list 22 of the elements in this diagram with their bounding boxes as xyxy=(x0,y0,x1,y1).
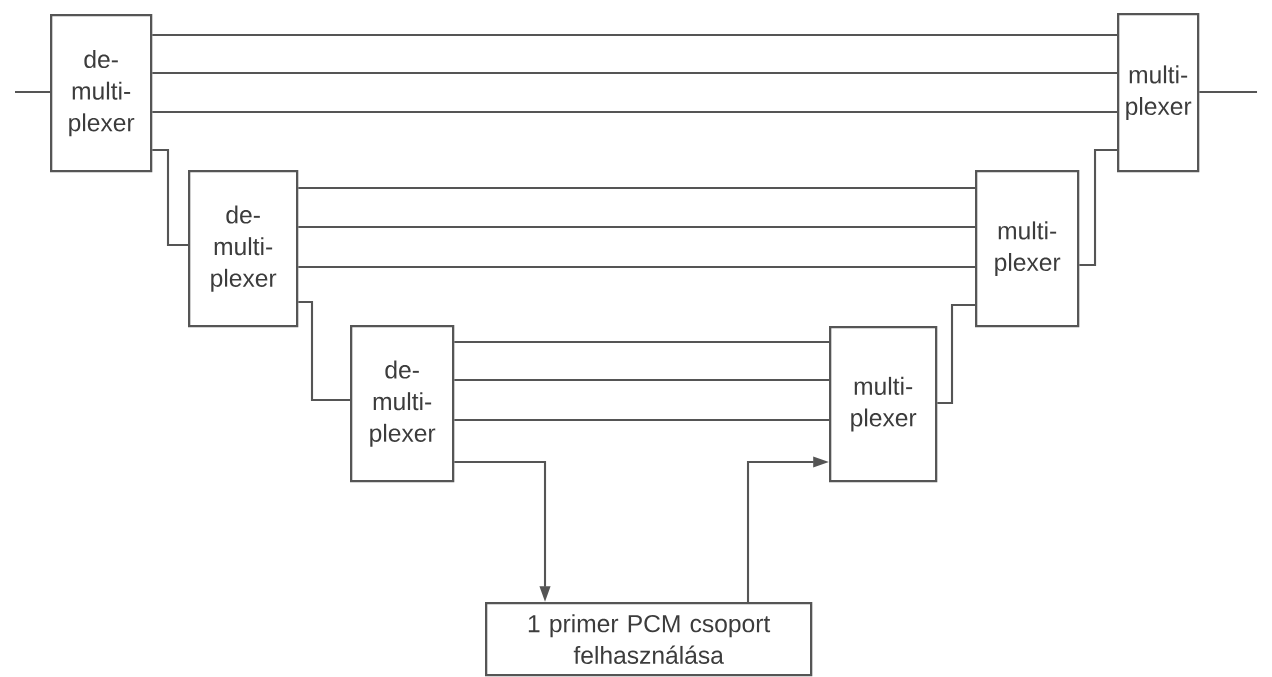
connector-line xyxy=(298,265,975,269)
connector-line xyxy=(454,340,829,344)
block-box: 1 primer PCM csoport felhasználása xyxy=(485,602,813,677)
connector-line xyxy=(152,33,1117,37)
connector-line xyxy=(454,418,829,422)
block-box: multi- plexer xyxy=(975,170,1080,328)
connector-line xyxy=(152,71,1117,75)
block-box: multi- plexer xyxy=(1117,13,1200,173)
block-box: de- multi- plexer xyxy=(350,325,455,483)
block-box: de- multi- plexer xyxy=(50,14,153,173)
connector-line xyxy=(15,90,50,94)
connector-line xyxy=(298,225,975,229)
connector-line xyxy=(1199,90,1257,94)
block-box: multi- plexer xyxy=(829,326,938,483)
connector-line xyxy=(937,303,975,405)
connector-line xyxy=(298,186,975,190)
connector-line xyxy=(152,148,188,247)
connector-line xyxy=(152,110,1117,114)
connector-line xyxy=(298,300,350,402)
block-box: de- multi- plexer xyxy=(188,170,299,328)
connector-line xyxy=(1079,148,1117,267)
connector-line xyxy=(454,378,829,382)
